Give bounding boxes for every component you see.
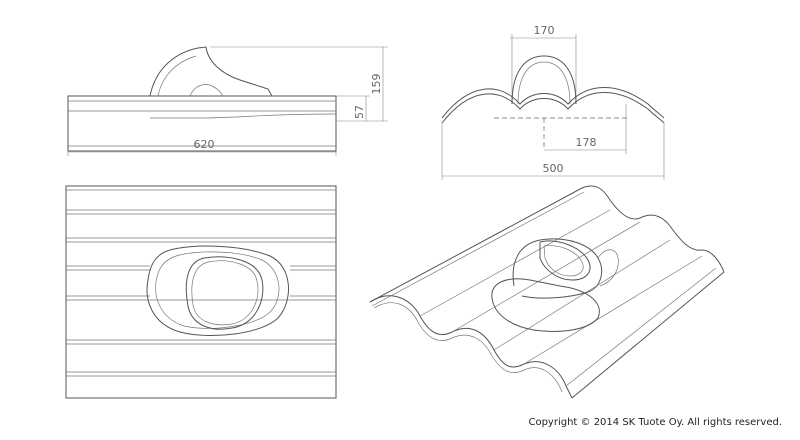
- dim-620-label: 620: [194, 138, 215, 151]
- iso-vent-opening: [539, 240, 591, 281]
- front-wave-profile: [441, 87, 665, 119]
- front-vent-arch: [511, 55, 577, 105]
- side-view: 57 159 620: [67, 46, 388, 156]
- dim-159-label: 159: [370, 74, 383, 95]
- iso-vent-base: [491, 278, 600, 332]
- front-view: 170 178 500: [441, 24, 665, 180]
- isometric-view: [369, 185, 725, 399]
- top-vent-outline: [146, 245, 289, 337]
- dim-170-label: 170: [534, 24, 555, 37]
- iso-vent-hood: [512, 238, 603, 299]
- iso-back-edge: [369, 185, 725, 303]
- dim-500-label: 500: [543, 162, 564, 175]
- iso-front-edge: [369, 295, 573, 399]
- side-panel: [67, 95, 337, 152]
- iso-right-edge: [571, 271, 725, 399]
- side-vent-body: [149, 46, 273, 97]
- copyright-text: Copyright © 2014 SK Tuote Oy. All rights…: [528, 417, 782, 428]
- dim-57-label: 57: [353, 105, 366, 119]
- top-view: [65, 185, 337, 399]
- side-vent-hump: [189, 84, 223, 97]
- top-panel: [65, 185, 337, 399]
- dim-178-label: 178: [576, 136, 597, 149]
- top-vent-opening: [185, 256, 264, 330]
